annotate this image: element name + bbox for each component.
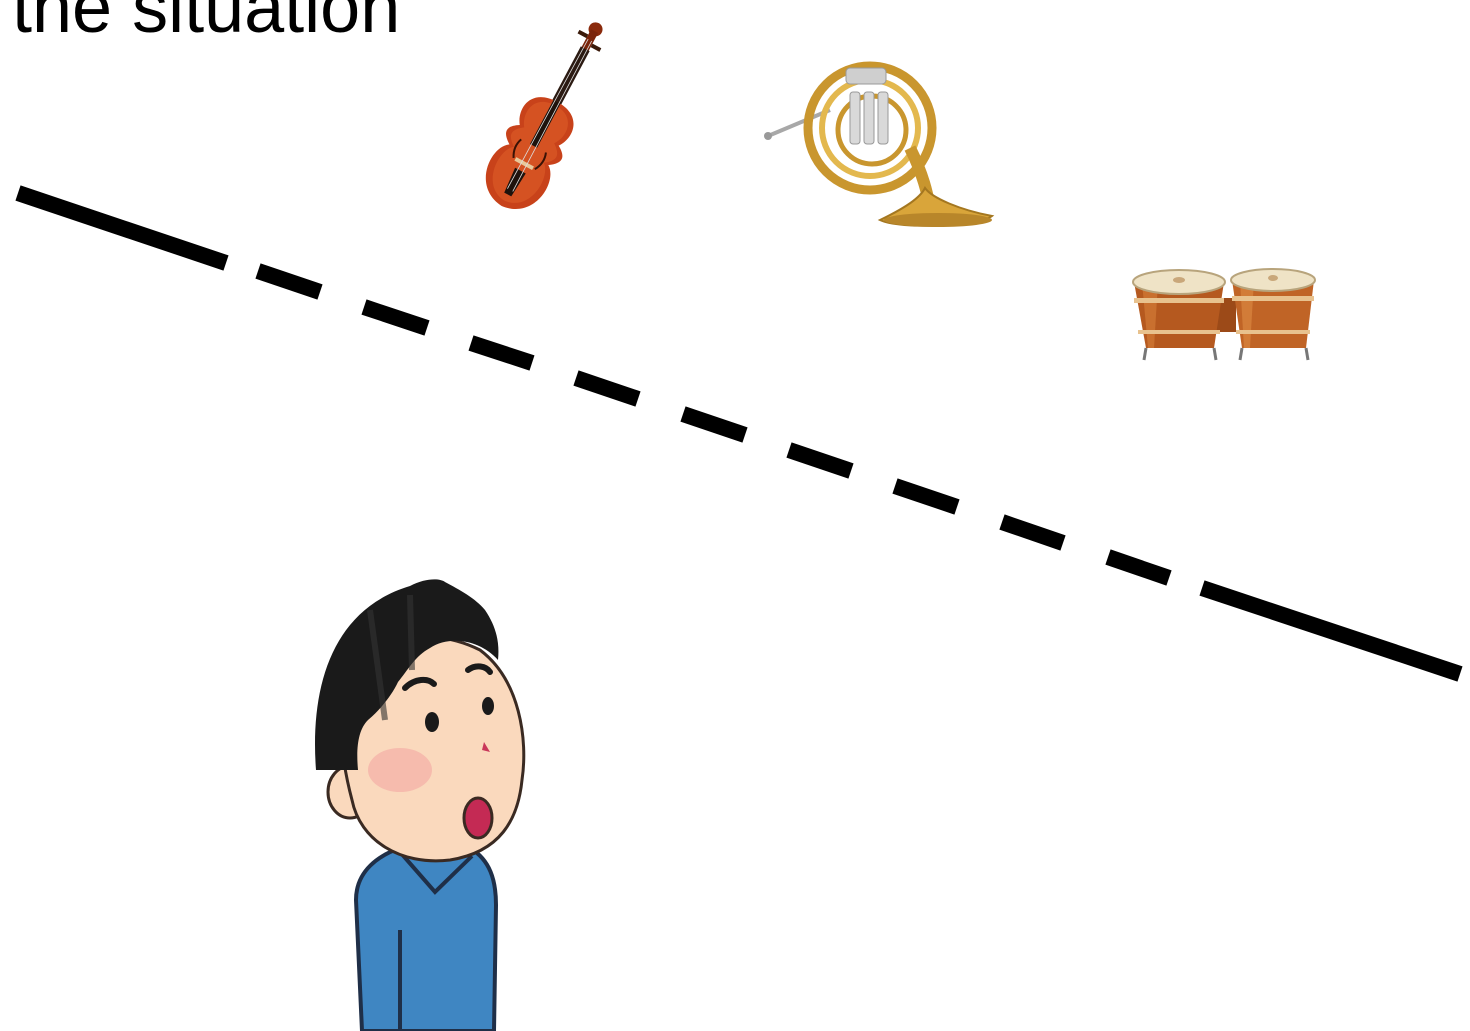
- divider-dash: [683, 414, 745, 435]
- divider-dash: [895, 486, 957, 507]
- divider-dash: [1002, 522, 1063, 543]
- divider-dash: [1108, 557, 1169, 578]
- divider-solid-right: [1202, 588, 1460, 674]
- listener-icon: [300, 570, 540, 1031]
- violin-icon: [480, 0, 620, 230]
- divider-dash: [471, 343, 532, 363]
- divider-solid-left: [18, 193, 226, 263]
- divider-dash: [364, 307, 427, 328]
- divider-dash: [258, 271, 320, 292]
- french-horn-icon: [760, 48, 1000, 233]
- bongo-drums-icon: [1128, 260, 1323, 370]
- divider-dash: [576, 378, 638, 399]
- divider-dash: [789, 450, 851, 471]
